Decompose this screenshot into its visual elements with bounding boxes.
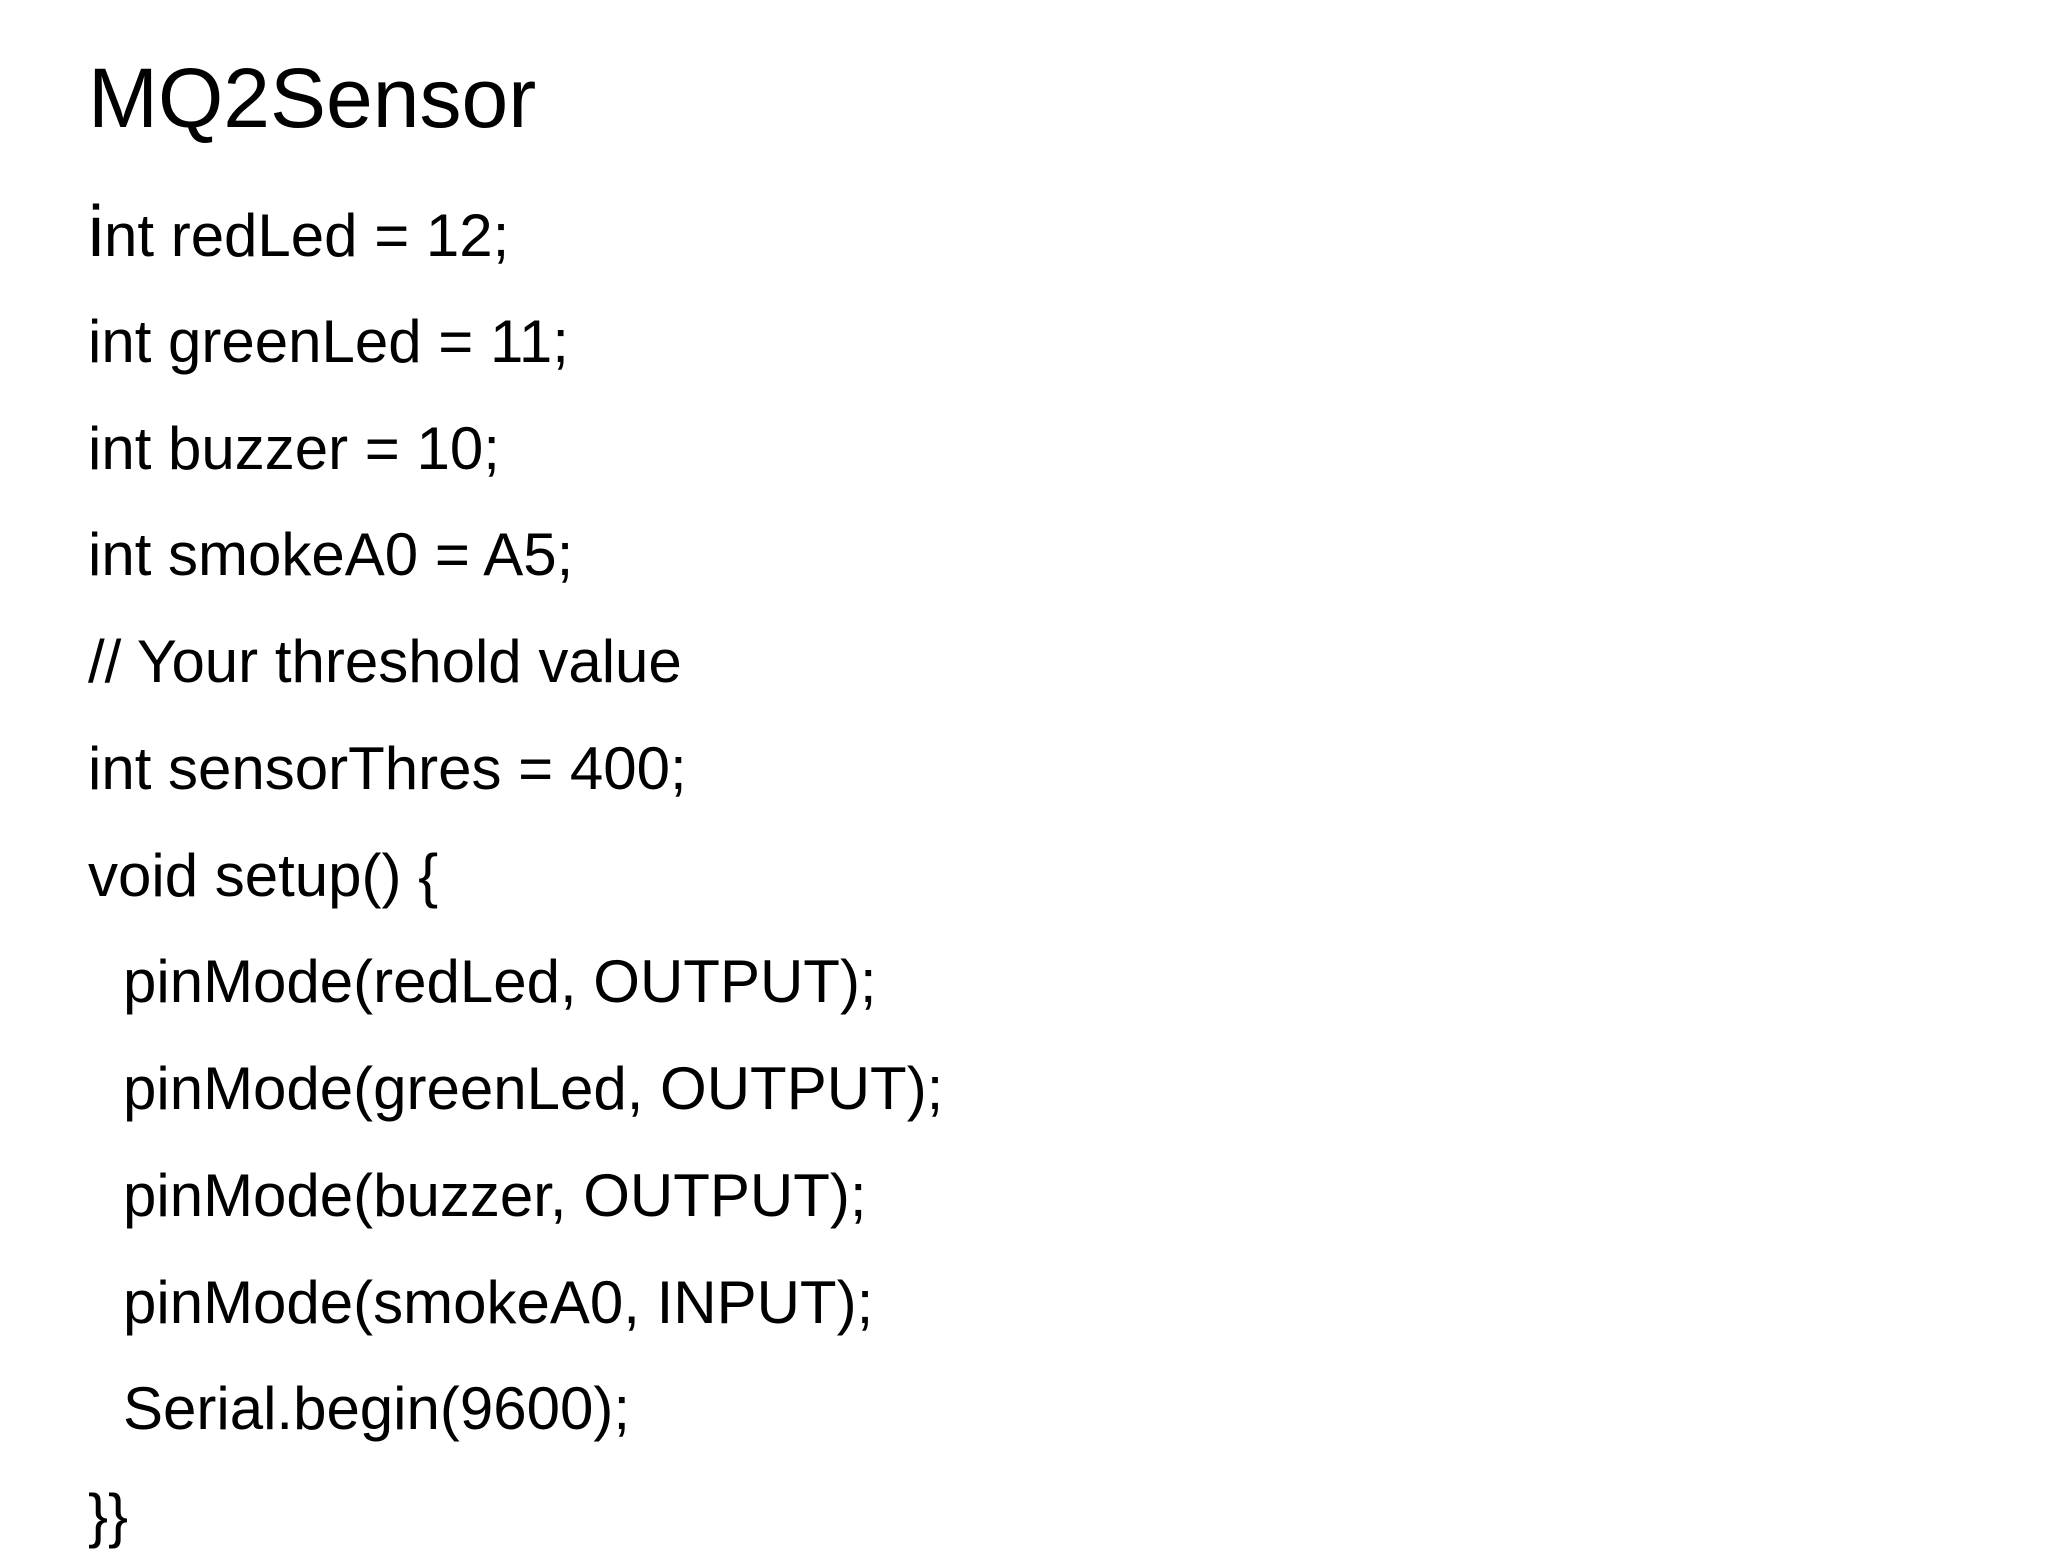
- code-line-2: int greenLed = 11;: [88, 308, 569, 375]
- code-line-7: void setup() {: [88, 842, 439, 909]
- code-line-9: pinMode(greenLed, OUTPUT);: [123, 1055, 944, 1122]
- code-line-8: pinMode(redLed, OUTPUT);: [123, 948, 877, 1015]
- code-line-6: int sensorThres = 400;: [88, 735, 687, 802]
- code-line-10: pinMode(buzzer, OUTPUT);: [123, 1162, 867, 1229]
- code-line-1: int redLed = 12;: [88, 196, 509, 272]
- code-line-4: int smokeA0 = A5;: [88, 521, 574, 588]
- code-line-11: pinMode(smokeA0, INPUT);: [123, 1269, 874, 1336]
- code-line-1-initial: i: [88, 192, 104, 272]
- slide-title: MQ2Sensor: [88, 51, 537, 145]
- comment-line: // Your threshold value: [88, 628, 682, 695]
- code-line-1-rest: nt redLed = 12;: [104, 202, 510, 269]
- code-line-13: }}: [88, 1482, 129, 1549]
- code-line-12: Serial.begin(9600);: [123, 1375, 630, 1442]
- code-line-3: int buzzer = 10;: [88, 415, 500, 482]
